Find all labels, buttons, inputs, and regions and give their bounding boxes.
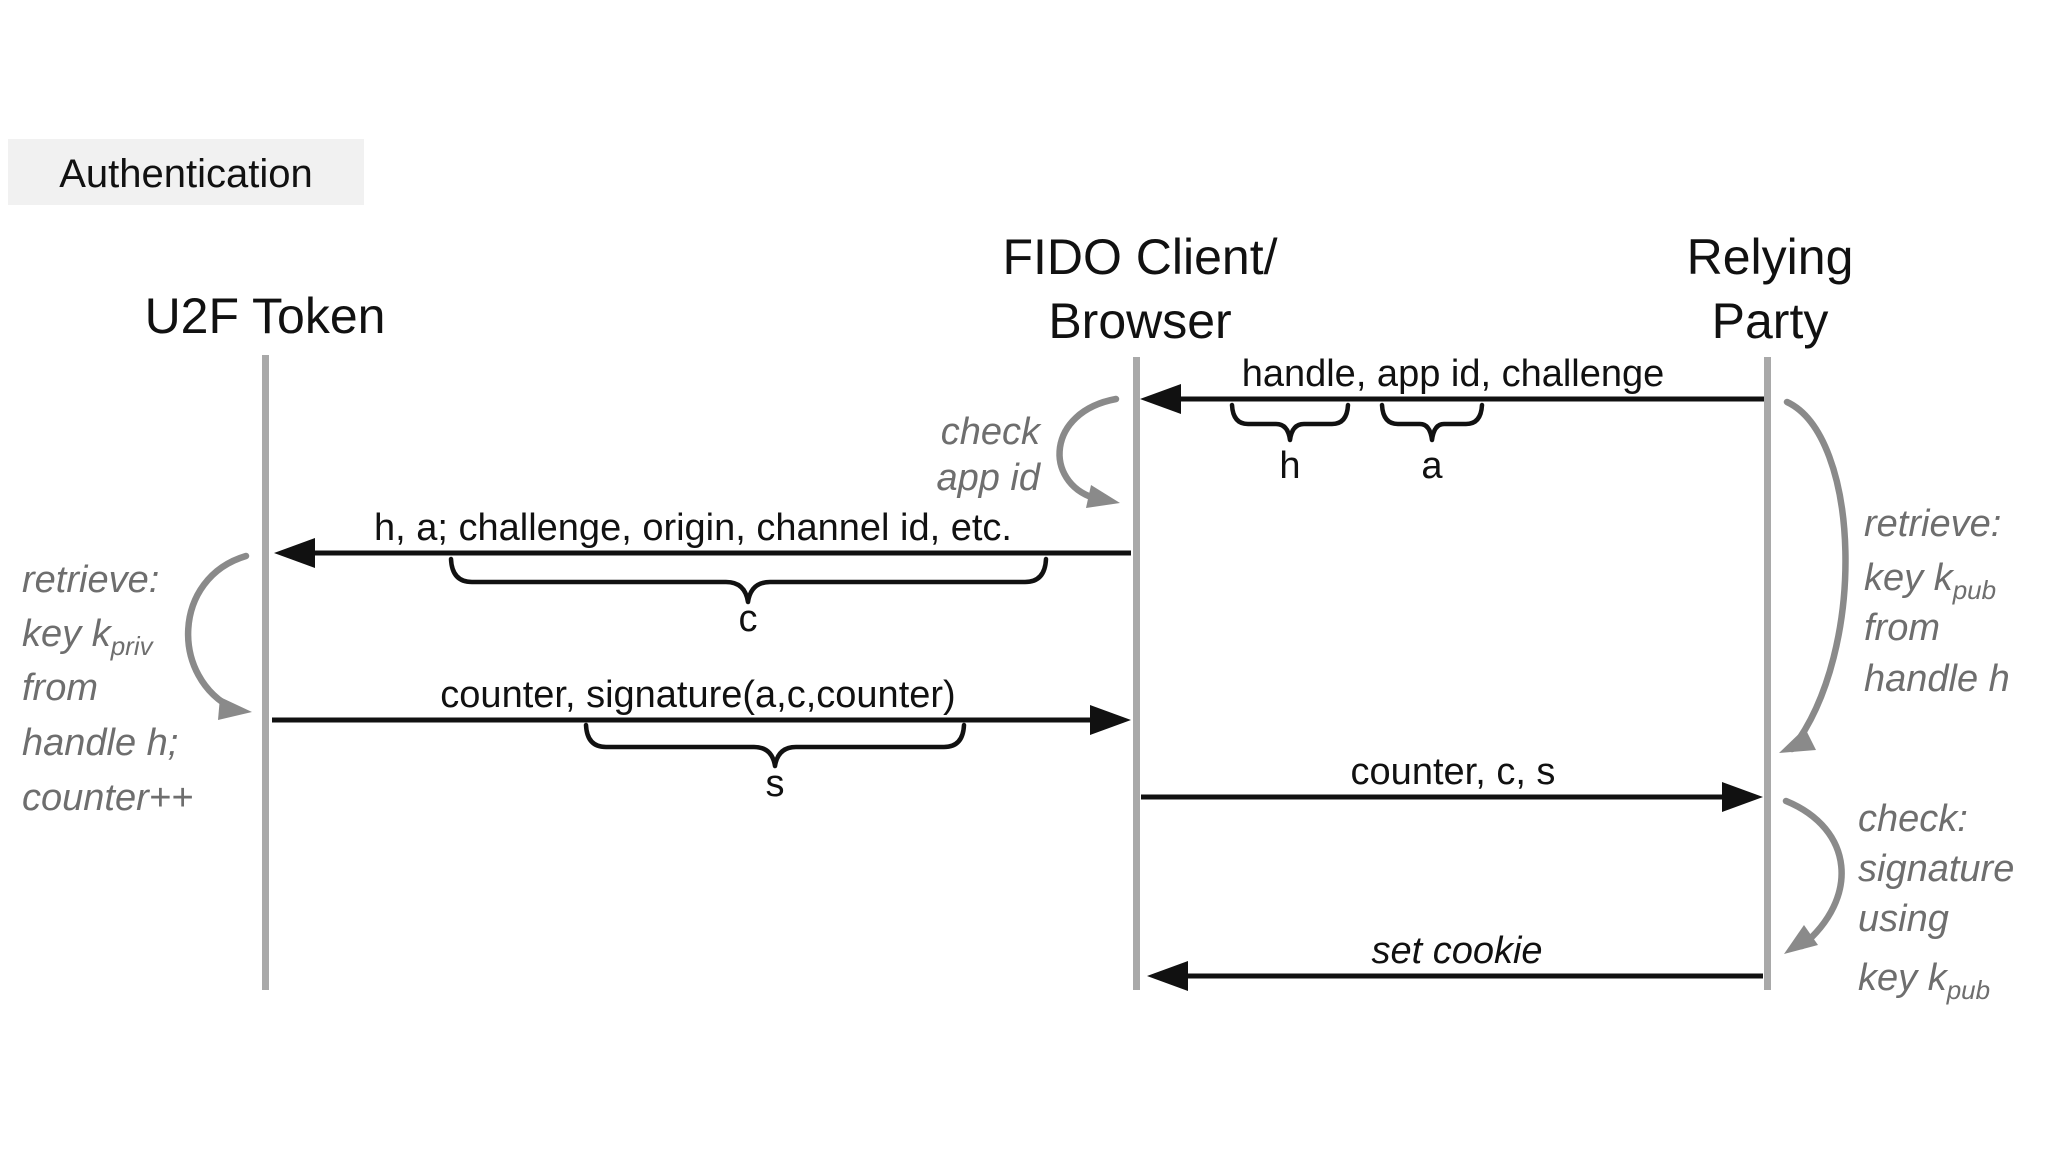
brace-label-a: a [1421, 445, 1443, 487]
note-rp-retrieve-line2: key kpub [1864, 557, 1996, 605]
self-loop-check-app-id-arrowhead [1086, 485, 1120, 508]
note-token-retrieve-line2: key kpriv [22, 613, 155, 661]
message-arrowhead-m2 [274, 538, 315, 568]
underbrace-h [1229, 402, 1351, 443]
self-loop-token-retrieve [185, 552, 250, 713]
note-check-app-id-line2: app id [936, 457, 1041, 499]
lifeline-fido-client [1133, 357, 1140, 990]
message-arrowhead-m1 [1140, 384, 1181, 414]
underbrace-a [1379, 402, 1485, 443]
note-rp-check-line4: key kpub [1858, 957, 1990, 1005]
note-rp-check-line2: signature [1858, 848, 2014, 890]
message-label-m2: h, a; challenge, origin, channel id, etc… [374, 507, 1012, 549]
lifeline-relying-party [1764, 357, 1771, 990]
note-rp-retrieve-line4: handle h [1864, 658, 2010, 700]
note-rp-retrieve-line2-main: key k [1864, 557, 1955, 599]
self-loop-check-app-id [1056, 395, 1120, 502]
actor-label-fido-client-line1: FIDO Client/ [1002, 229, 1277, 285]
diagram-title: Authentication [59, 152, 313, 196]
note-token-retrieve-line1: retrieve: [22, 559, 159, 601]
note-rp-retrieve-line2-sub: pub [1952, 575, 1996, 605]
brace-label-s: s [766, 763, 785, 805]
actor-label-relying-party-line2: Party [1712, 293, 1829, 349]
note-rp-retrieve-line1: retrieve: [1864, 503, 2001, 545]
actor-label-fido-client-line2: Browser [1048, 293, 1231, 349]
self-loop-rp-check [1782, 797, 1845, 950]
note-rp-check-line1: check: [1858, 798, 1968, 840]
underbrace-c [448, 556, 1049, 605]
note-rp-retrieve-line3: from [1864, 607, 1940, 649]
message-arrowhead-m5 [1147, 961, 1188, 991]
message-arrowhead-m4 [1722, 782, 1763, 812]
note-check-app-id-line1: check [941, 411, 1042, 453]
brace-label-c: c [739, 598, 758, 640]
note-token-retrieve-line4: handle h; [22, 722, 178, 764]
note-rp-check-line4-sub: pub [1946, 975, 1990, 1005]
self-loop-token-retrieve-arrowhead [218, 697, 252, 720]
note-token-retrieve-line2-sub: priv [110, 631, 155, 661]
note-token-retrieve-line2-main: key k [22, 613, 113, 655]
message-label-m4: counter, c, s [1351, 751, 1556, 793]
self-loop-rp-retrieve-arrowhead [1779, 728, 1816, 753]
brace-label-h: h [1279, 445, 1300, 487]
message-arrowhead-m3 [1090, 705, 1131, 735]
underbrace-s [583, 722, 967, 769]
note-rp-check-line4-main: key k [1858, 957, 1949, 999]
note-rp-check-line3: using [1858, 898, 1949, 940]
message-label-m5: set cookie [1371, 930, 1542, 972]
self-loop-rp-check-arrowhead [1784, 925, 1818, 954]
actor-label-relying-party-line1: Relying [1687, 229, 1854, 285]
message-label-m1: handle, app id, challenge [1242, 353, 1665, 395]
note-token-retrieve-line5: counter++ [22, 777, 193, 819]
lifeline-u2f-token [262, 355, 269, 990]
note-token-retrieve-line3: from [22, 667, 98, 709]
self-loop-rp-retrieve [1783, 398, 1849, 753]
message-label-m3: counter, signature(a,c,counter) [440, 674, 955, 716]
diagram-title-badge [8, 139, 364, 205]
actor-label-u2f-token: U2F Token [145, 288, 386, 344]
